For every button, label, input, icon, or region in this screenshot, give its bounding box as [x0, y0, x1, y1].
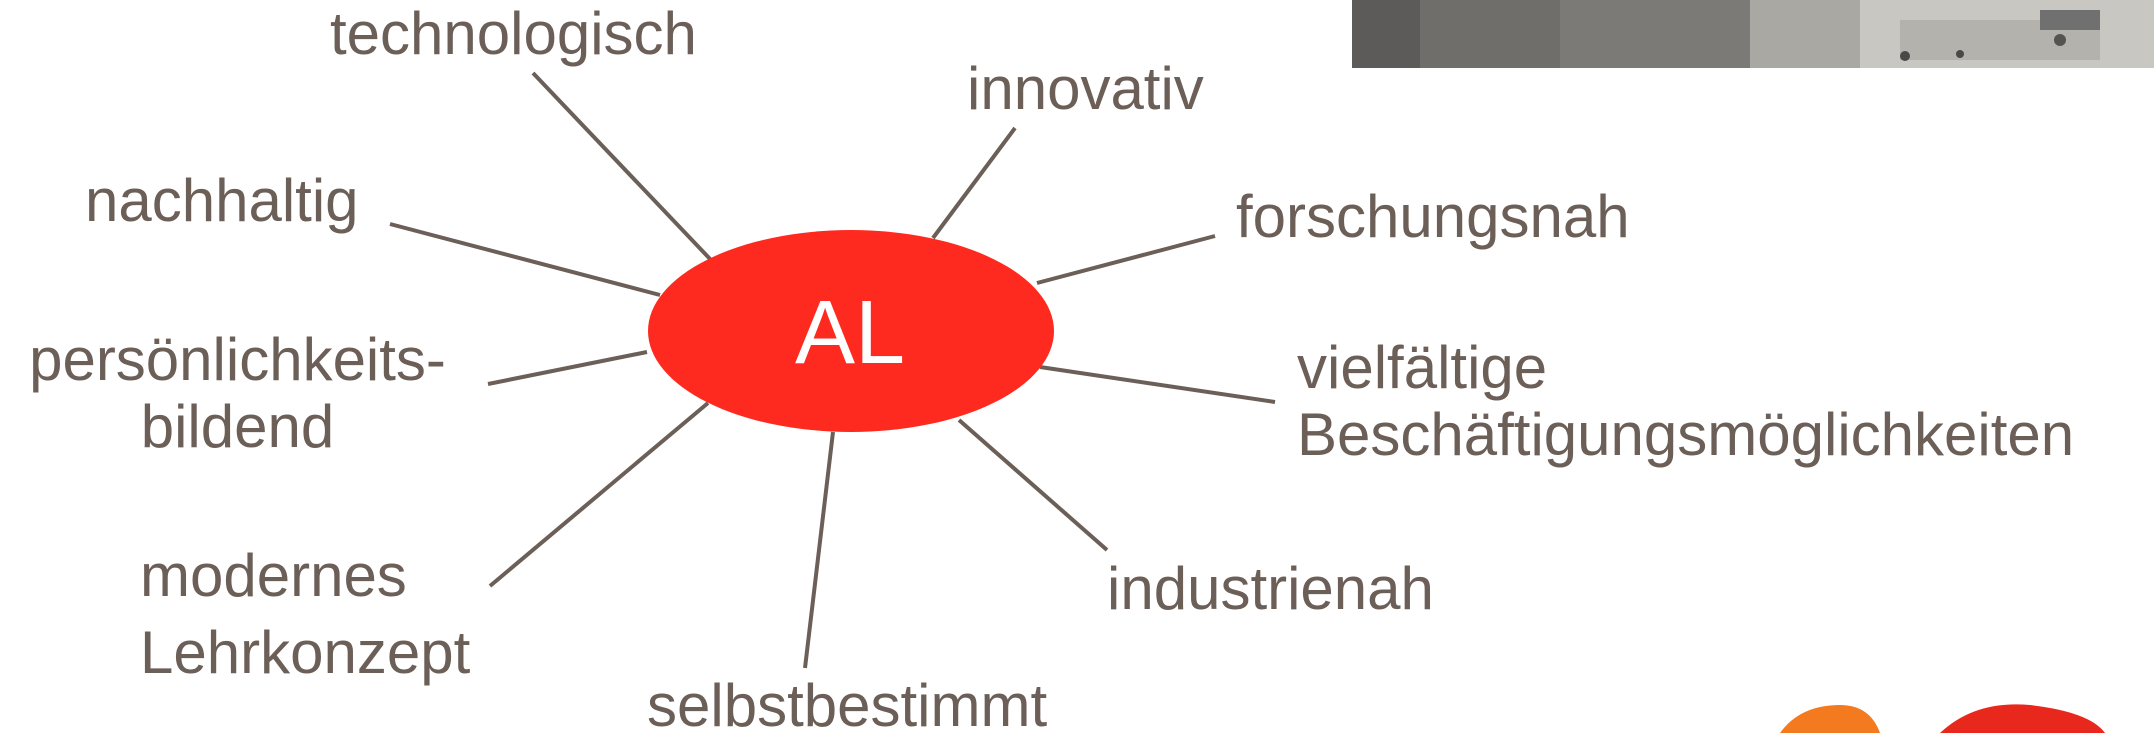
connector-lines: [389, 71, 1276, 669]
concept-modernes-lehrkonzept: modernes Lehrkonzept: [140, 538, 470, 692]
connector-technologisch: [531, 71, 713, 262]
concept-label: forschungsnah: [1236, 183, 1630, 250]
concept-label-line-1: persönlichkeits-: [29, 326, 446, 393]
concept-innovativ: innovativ: [967, 55, 1204, 122]
workshop-photo: [1352, 0, 2154, 68]
concept-label-line-2: Beschäftigungsmöglichkeiten: [1297, 401, 2075, 469]
logo-fragment: [1780, 704, 2105, 733]
concept-label-line-2: Lehrkonzept: [140, 618, 471, 686]
concept-persoenlichkeitsbildend: persönlichkeits- bildend: [15, 326, 460, 460]
concept-label-line-1: modernes: [140, 542, 407, 609]
concept-label: selbstbestimmt: [647, 672, 1048, 739]
concept-industrienah: industrienah: [1107, 555, 1434, 622]
connector-nachhaltig: [389, 222, 661, 297]
concept-label: industrienah: [1107, 555, 1434, 622]
center-node: [648, 230, 1054, 432]
connector-industrienah: [957, 418, 1109, 552]
concept-technologisch: technologisch: [330, 0, 697, 67]
connector-persoenlichkeitsbildend: [487, 350, 648, 386]
concept-label-line-1: vielfältige: [1297, 334, 1548, 401]
connector-modernes: [488, 401, 710, 588]
concept-selbstbestimmt: selbstbestimmt: [647, 672, 1047, 739]
concept-label-line-2: bildend: [140, 393, 335, 461]
concept-label: technologisch: [330, 0, 697, 67]
connector-vielfaeltige: [1039, 365, 1276, 404]
connector-selbstbestimmt: [803, 431, 835, 669]
connector-forschungsnah: [1036, 234, 1216, 285]
concept-label: nachhaltig: [85, 167, 359, 234]
concept-label: innovativ: [967, 55, 1204, 122]
center-label: AL: [794, 283, 906, 383]
connector-innovativ: [931, 126, 1017, 240]
concept-nachhaltig: nachhaltig: [85, 167, 359, 234]
concept-vielfaeltige-beschaeftigung: vielfältige Beschäftigungsmöglichkeiten: [1297, 334, 2074, 468]
concept-forschungsnah: forschungsnah: [1236, 183, 1630, 250]
